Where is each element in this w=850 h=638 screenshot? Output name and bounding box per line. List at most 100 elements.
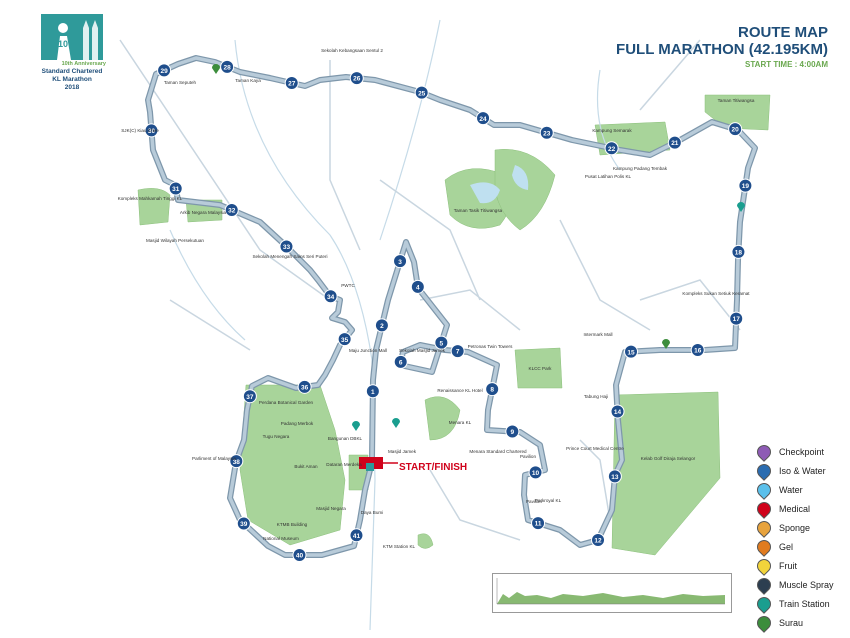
legend-pin-icon [754,479,774,500]
place-label: Tabung Haji [584,394,608,399]
km-marker-label: 18 [735,250,743,257]
legend-item: Iso & Water [754,460,834,481]
km-marker: 38 [229,454,244,469]
km-marker-label: 8 [490,387,494,394]
km-marker-circle [450,344,465,359]
km-marker-label: 32 [228,208,236,215]
km-marker-circle [728,122,743,137]
km-marker-label: 33 [283,244,291,251]
place-label: KTM Station KL [383,544,416,549]
place-label: Parkroyal KL [535,498,562,503]
km-marker: 32 [224,202,239,217]
km-marker: 11 [531,516,546,531]
legend-item: Checkpoint [754,441,834,462]
km-marker: 8 [485,382,500,397]
km-marker-label: 28 [224,64,232,71]
km-marker-circle [236,516,251,531]
legend-item: Surau [754,612,834,633]
km-marker-label: 39 [240,521,248,528]
km-marker-circle [410,279,425,294]
km-marker-label: 31 [172,186,180,193]
km-marker-label: 19 [742,183,750,190]
km-marker-circle [393,254,408,269]
km-marker-circle [323,289,338,304]
place-label: KLCC Park [529,366,553,371]
km-marker-circle [229,454,244,469]
place-label: Kompleks Mahkamah Tinggi KL [118,196,183,201]
km-marker-circle [485,382,500,397]
km-marker: 16 [690,343,705,357]
km-marker-circle [729,311,744,326]
legend-item: Train Station [754,593,834,614]
legend-pin-icon [754,460,774,481]
km-marker: 4 [410,279,425,294]
km-marker: 36 [297,379,312,394]
place-label: SJK(C) Kiau Chee [121,128,159,133]
km-marker-circle [349,71,364,86]
km-marker-label: 29 [160,68,168,75]
km-marker-label: 5 [440,340,444,347]
km-marker-label: 38 [233,459,241,466]
km-marker: 21 [667,135,682,150]
km-marker-circle [393,354,408,369]
place-label: PWTC [341,283,355,288]
legend-label: Iso & Water [779,465,826,476]
place-label: Menara Standard Chartered [469,449,527,454]
legend-item: Water [754,479,834,500]
km-marker: 34 [323,289,338,304]
parks [137,94,771,556]
place-label: Taman Seputeh [164,80,197,85]
start-finish-label: START/FINISH [399,462,468,473]
place-label: Prince Court Medical Centre [566,446,624,451]
place-label: Perdana Botanical Garden [259,400,314,405]
km-marker: 39 [236,516,251,531]
place-label: Pavilion [520,454,537,459]
km-marker-label: 40 [296,553,304,560]
logo-year: 2018 [64,84,80,91]
place-label: Taman Titiwangsa [718,98,755,103]
legend-label: Medical [779,503,811,514]
km-marker: 1 [365,384,380,399]
km-marker: 7 [450,344,465,359]
km-marker-label: 26 [353,76,361,83]
km-marker-label: 16 [694,348,702,355]
km-marker: 15 [624,344,639,359]
place-label: Renaissance KL Hotel [437,388,482,393]
place-label: Kampung Padang Tembak [613,166,668,171]
place-label: Kampung Semarak [592,128,632,133]
legend-label: Sponge [779,522,811,533]
place-label: Parliment of Malaysia [192,456,236,461]
km-marker-circle [591,532,606,547]
legend-pin-icon [754,536,774,557]
km-marker-label: 11 [535,521,542,528]
km-marker-label: 25 [418,90,426,97]
km-marker-circle [337,332,352,347]
km-marker: 18 [731,244,746,259]
legend-pin-icon [754,517,774,538]
km-marker: 12 [591,532,606,547]
km-marker-label: 13 [611,474,619,481]
place-label: Kelab Golf Diraja Selangor [641,456,696,461]
km-marker-circle [365,384,380,399]
marathon-route [145,55,758,558]
station-pins [212,64,745,431]
km-marker: 23 [539,125,554,140]
elevation-chart-icon [496,578,725,605]
km-marker-circle [528,465,543,480]
legend-pin-icon [754,555,774,576]
km-marker-label: 9 [511,429,515,436]
km-marker-label: 6 [399,359,403,366]
km-marker: 9 [505,424,520,439]
legend-pin-icon [754,593,774,614]
km-marker-circle [476,111,491,126]
km-marker-circle [242,389,257,404]
place-label: Sekolah Masjid Jamek [399,348,446,353]
legend-item: Sponge [754,517,834,538]
km-marker: 13 [607,469,622,484]
km-marker: 33 [279,239,294,254]
km-marker: 37 [242,389,257,404]
km-marker-circle [292,548,307,562]
place-label: Pusat Latihan Polis KL [585,174,632,179]
minor-roads [119,39,741,541]
